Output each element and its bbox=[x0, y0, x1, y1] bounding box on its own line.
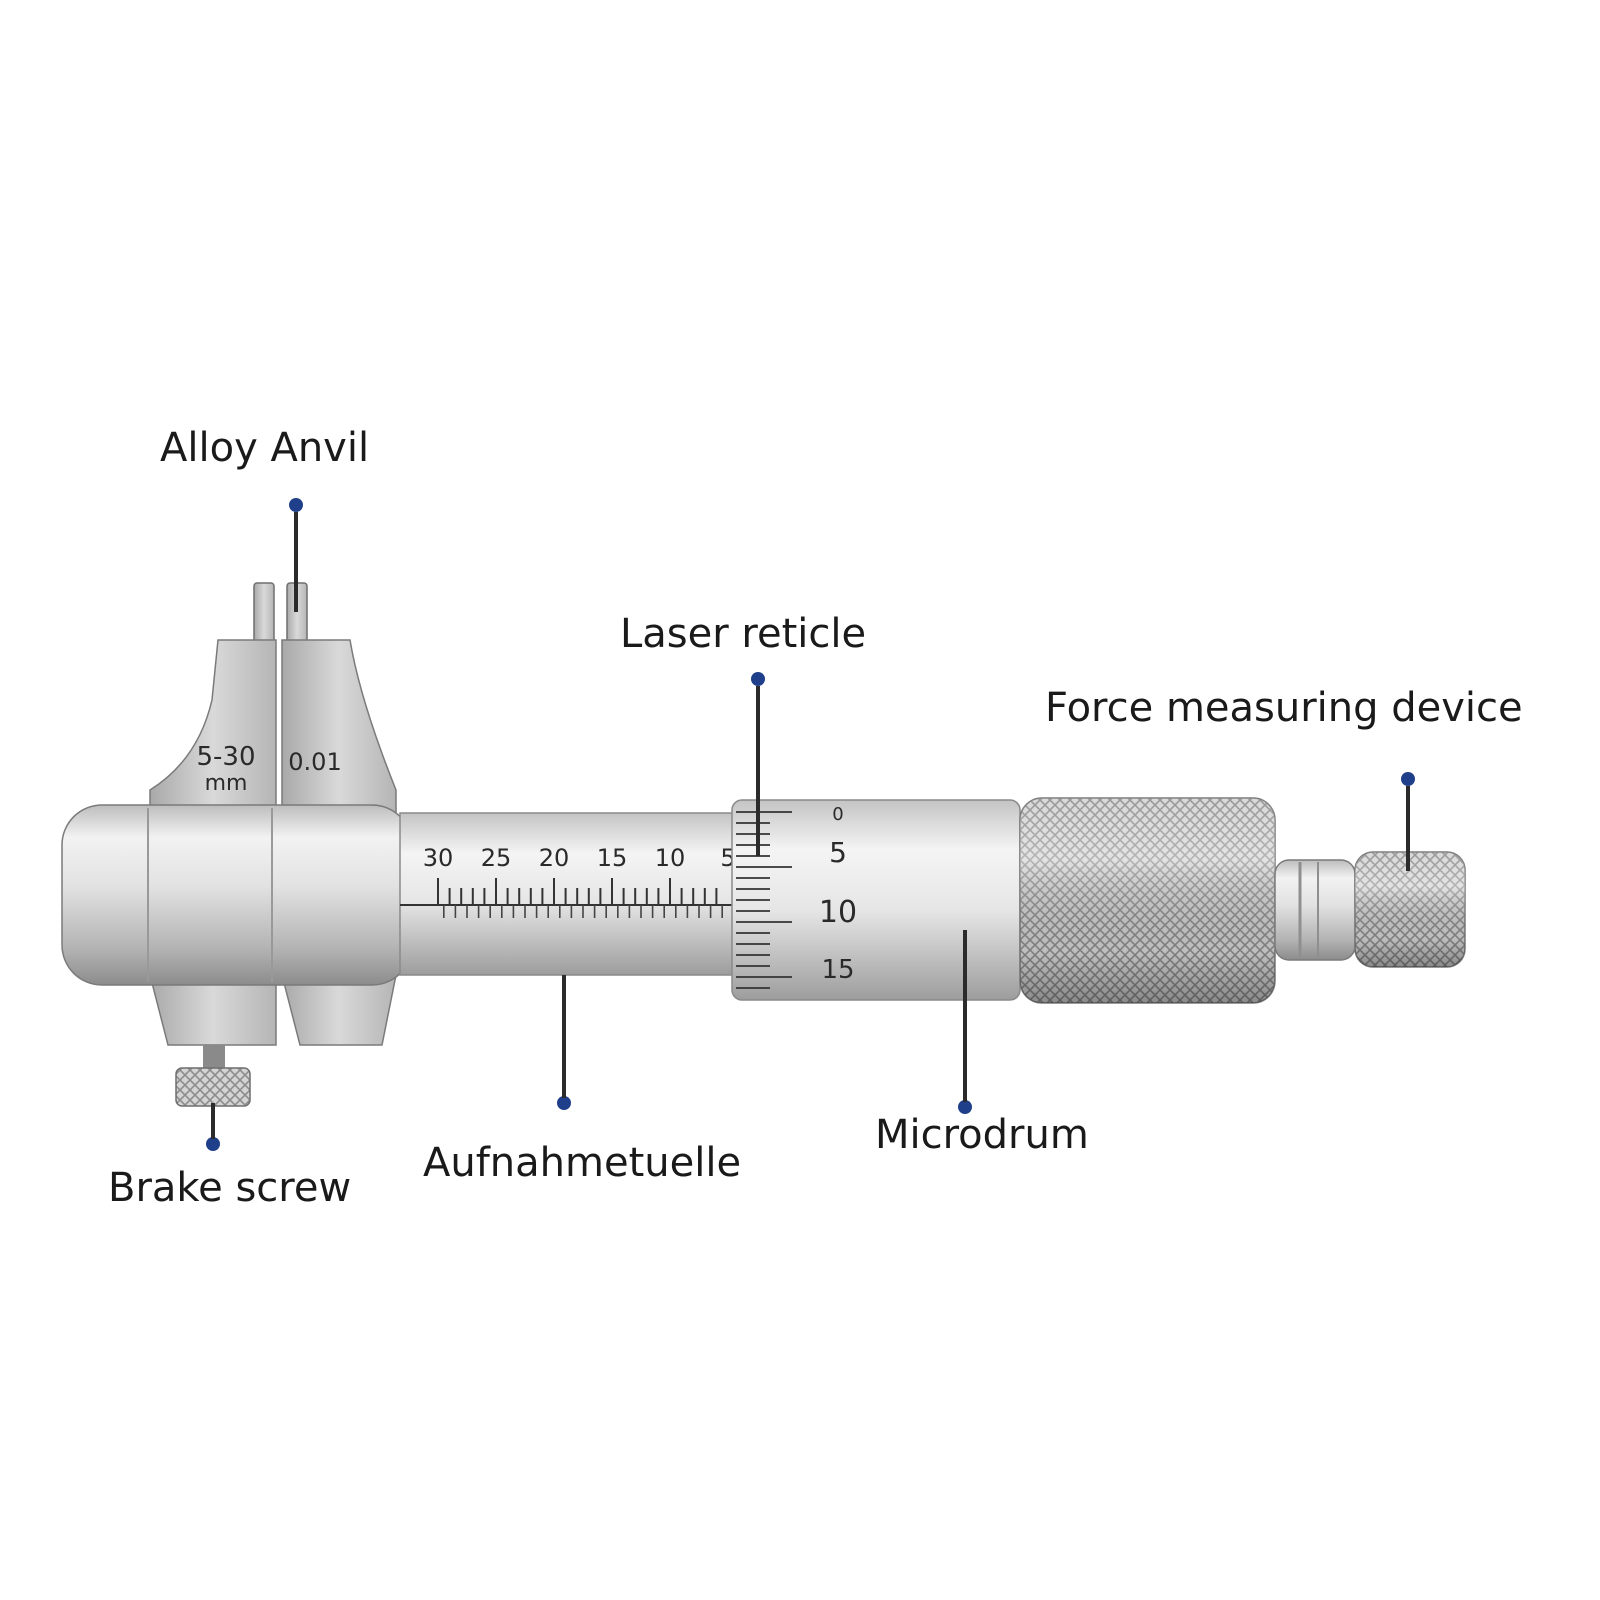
label-laser-reticle: Laser reticle bbox=[620, 611, 867, 657]
sleeve-ticks bbox=[437, 878, 724, 918]
thimble-scale-label: 15 bbox=[821, 955, 854, 985]
leader-alloy-anvil bbox=[294, 512, 298, 612]
sleeve-scale-label: 30 bbox=[423, 844, 454, 872]
sleeve bbox=[399, 812, 741, 976]
thimble-ticks bbox=[736, 811, 792, 989]
resolution-text: 0.01 bbox=[288, 748, 341, 776]
ratchet-neck bbox=[1274, 859, 1356, 961]
label-microdrum: Microdrum bbox=[875, 1112, 1089, 1158]
thimble-scale-label: 0 bbox=[832, 804, 843, 825]
thimble-scale-label: 5 bbox=[829, 836, 847, 869]
label-alloy-anvil: Alloy Anvil bbox=[160, 425, 370, 471]
sleeve-scale-label: 20 bbox=[539, 844, 570, 872]
callout-dot-aufnahmetuelle bbox=[557, 1096, 571, 1110]
callout-dot-brake-screw bbox=[206, 1137, 220, 1151]
callout-dot-microdrum bbox=[958, 1100, 972, 1114]
label-force-measuring-device: Force measuring device bbox=[1045, 685, 1523, 731]
thimble-scale-label: 10 bbox=[819, 895, 857, 930]
label-aufnahmetuelle: Aufnahmetuelle bbox=[423, 1140, 742, 1186]
range-line1-text: 5-30 bbox=[196, 742, 255, 772]
leader-force-measuring-device bbox=[1406, 786, 1410, 871]
barrel-end bbox=[61, 804, 413, 986]
leader-aufnahmetuelle bbox=[562, 975, 566, 1098]
callout-dot-force-measuring-device bbox=[1401, 772, 1415, 786]
thimble bbox=[731, 799, 1021, 1001]
range-line2-text: mm bbox=[205, 771, 248, 796]
sleeve-scale-label: 25 bbox=[481, 844, 512, 872]
leader-laser-reticle bbox=[756, 686, 760, 856]
sleeve-scale-label: 10 bbox=[655, 844, 686, 872]
callout-dot-alloy-anvil bbox=[289, 498, 303, 512]
anvil-pin-left bbox=[253, 582, 275, 644]
leader-microdrum bbox=[963, 930, 967, 1102]
callout-dot-laser-reticle bbox=[751, 672, 765, 686]
leader-brake-screw bbox=[211, 1103, 215, 1139]
sleeve-scale-label: 15 bbox=[597, 844, 628, 872]
thimble-scale: 0 5 10 15 bbox=[819, 804, 857, 985]
label-brake-screw: Brake screw bbox=[108, 1165, 352, 1211]
brake-screw-knob bbox=[175, 1067, 251, 1107]
